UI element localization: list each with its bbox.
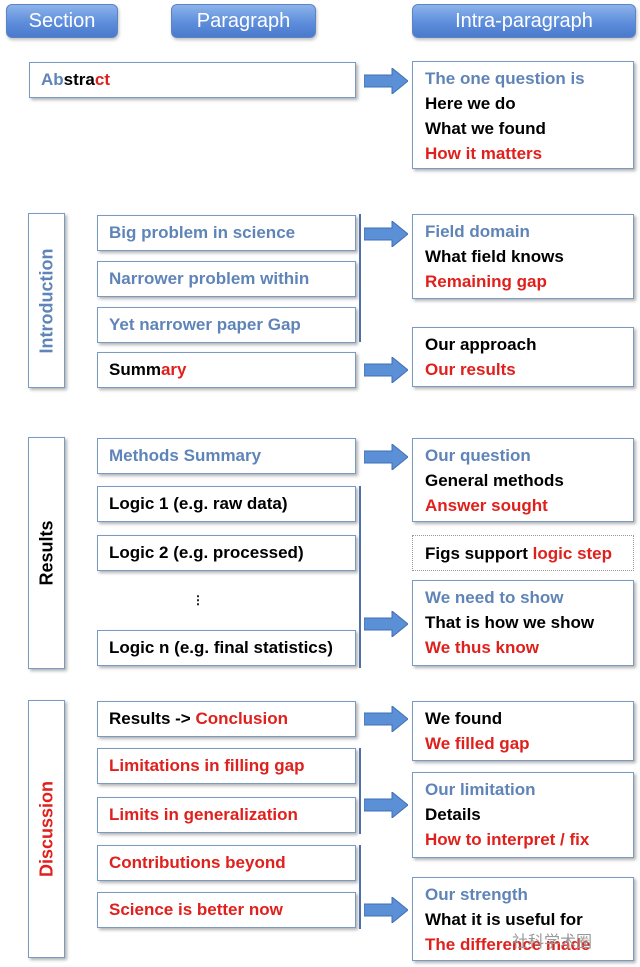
discussion-limitation-bracket-line [359,748,361,834]
results-logic-box: Logic 2 (e.g. processed) [97,535,356,571]
results-methods-box: Methods Summary [97,438,356,474]
discussion-conclusion-arrow-icon [364,706,408,732]
intro-intra-line: Remaining gap [425,272,547,291]
introduction-section-box: Introduction [28,213,65,388]
results-logic-box: Logic n (e.g. final statistics) [97,630,356,666]
results-intra-line: Our question [425,446,531,465]
results-methods-arrow-icon [364,444,408,470]
discussion-limitation-intra-line: How to interpret / fix [425,830,590,849]
intro-summary-box: Summary [97,352,356,388]
results-figs-part1: Figs support [425,544,533,563]
intro-intra-line: What field knows [425,247,564,266]
introduction-section-label: Introduction [36,248,56,353]
discussion-section-box: Discussion [28,700,65,958]
abstract-intra-line: How it matters [425,144,543,163]
discussion-contribution-box: Contributions beyond [97,845,356,881]
intro-intra-line: Field domain [425,222,530,241]
results-logic-arrow-icon [364,611,408,637]
discussion-strength-line: The difference made [425,935,591,954]
abstract-arrow-icon [364,68,408,94]
abstract-label-part1: Ab [41,70,64,89]
discussion-contribution-box: Science is better now [97,892,356,928]
results-section-box: Results [28,437,65,669]
intro-summary-part1: Summ [109,360,161,379]
intro-arrow-icon [364,221,408,247]
intro-bracket-line [359,214,361,342]
discussion-limitation-box: Limits in generalization [97,797,356,833]
abstract-intra-line: What we found [425,119,546,138]
results-figs-part2: logic step [532,544,613,563]
discussion-conclusion-part2: Conclusion [195,709,289,728]
discussion-contribution-arrow-icon [364,897,408,923]
intro-paragraph-box: Yet narrower paper Gap [97,307,356,343]
discussion-limitation-arrow-icon [364,792,408,818]
intro-summary-intra-line: Our results [425,360,516,379]
results-logic-box: Logic 1 (e.g. raw data) [97,486,356,522]
results-intra-box: Our question General methods Answer soug… [412,438,634,522]
discussion-strength-line: What it is useful for [425,910,583,929]
discussion-limitation-box: Limitations in filling gap [97,748,356,784]
abstract-label-part3: ct [94,70,110,89]
paragraph-column-header: Paragraph [171,4,316,38]
intro-summary-intra-box: Our approach Our results [412,327,634,387]
results-intra-line: General methods [425,471,564,490]
discussion-conclusion-box: Results -> Conclusion [97,701,356,737]
results-ellipsis: ⋮ [192,593,204,607]
discussion-conclusion-part1: Results -> [109,709,196,728]
abstract-intra-line: Here we do [425,94,516,113]
intro-paragraph-box: Big problem in science [97,215,356,251]
discussion-strength-box: Our strength What it is useful for The d… [412,877,634,961]
discussion-limitation-intra-line: Details [425,805,481,824]
results-bracket-line [359,486,361,668]
discussion-section-label: Discussion [36,780,56,878]
discussion-contribution-bracket-line [359,845,361,929]
intro-paragraph-box: Narrower problem within [97,261,356,297]
intro-intra-box: Field domain What field knows Remaining … [412,214,634,299]
intro-summary-part2: ary [160,360,187,379]
section-column-header: Section [6,4,118,38]
results-section-label: Results [36,520,56,586]
watermark-label: 社科学术圈 [512,934,593,951]
results-show-box: We need to show That is how we show We t… [412,580,634,666]
abstract-intra-line: The one question is [425,69,585,88]
discussion-limitation-intra-box: Our limitation Details How to interpret … [412,772,634,858]
abstract-paragraph-box: Abstract [29,62,356,98]
results-show-line: We need to show [425,588,564,607]
abstract-intra-box: The one question is Here we do What we f… [412,61,634,169]
intro-summary-intra-line: Our approach [425,335,537,354]
results-intra-line: Answer sought [425,496,548,515]
discussion-found-box: We found We filled gap [412,701,634,761]
discussion-strength-line: Our strength [425,885,528,904]
results-show-line: We thus know [425,638,539,657]
intra-paragraph-column-header: Intra-paragraph [412,4,636,38]
discussion-found-line: We found [425,709,503,728]
abstract-label-part2: stra [63,70,95,89]
results-figs-box: Figs support logic step [412,535,634,571]
intro-summary-arrow-icon [364,357,408,383]
discussion-found-line: We filled gap [425,734,530,753]
discussion-limitation-intra-line: Our limitation [425,780,536,799]
results-show-line: That is how we show [425,613,595,632]
